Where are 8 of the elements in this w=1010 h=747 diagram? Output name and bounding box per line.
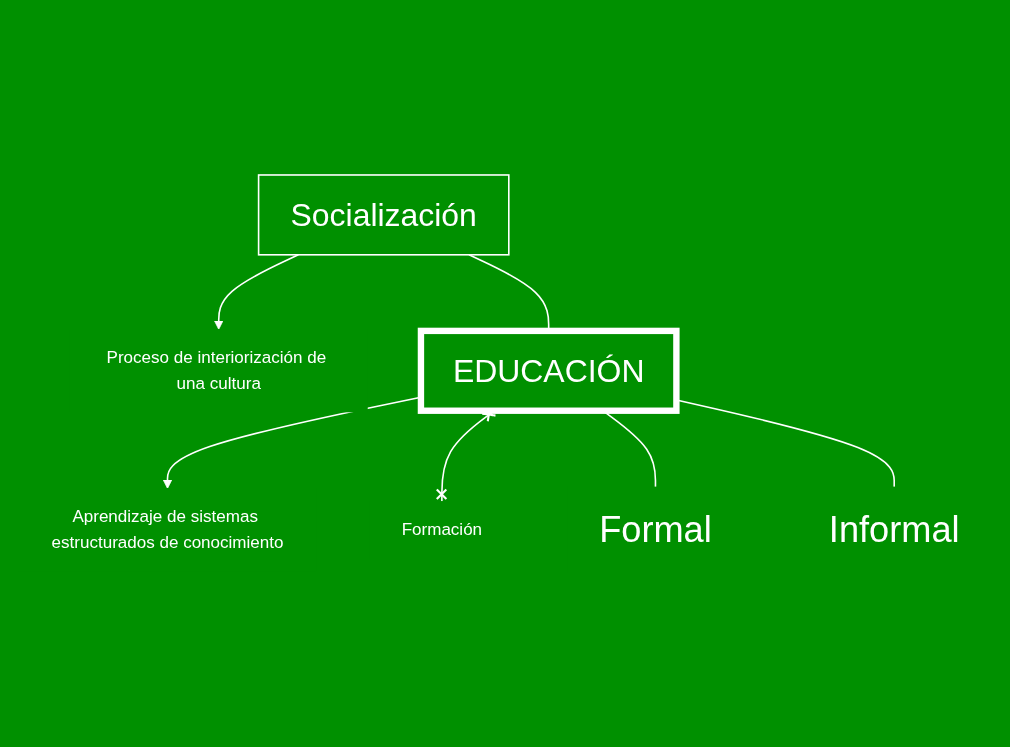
node-text: Aprendizaje de sistemas estructurados de conocimiento bbox=[51, 507, 284, 551]
node-box: EDUCACIÓN bbox=[417, 327, 680, 414]
node-text: Formal bbox=[599, 508, 712, 550]
arrow bbox=[214, 253, 300, 330]
node-text: Proceso de interiorización de una cultura bbox=[106, 347, 327, 392]
node-text: Formación bbox=[401, 519, 483, 538]
node-text: Informal bbox=[828, 508, 960, 550]
node-box: Socialización bbox=[257, 173, 510, 256]
